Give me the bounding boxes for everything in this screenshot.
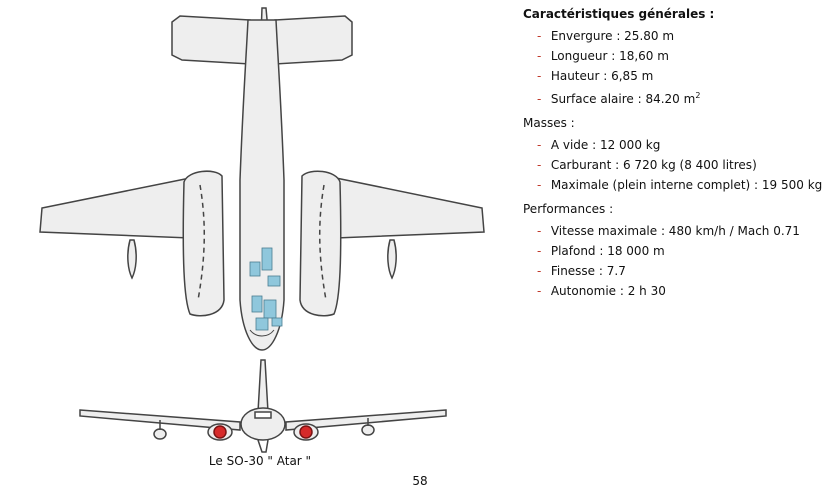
masses-section: Masses : - A vide : 12 000 kg - Carburan…	[523, 113, 823, 195]
aircraft-drawing	[39, 7, 485, 453]
spec-item: - Autonomie : 2 h 30	[523, 281, 823, 301]
dash-icon: -	[537, 69, 542, 83]
engine-intake-right	[299, 425, 313, 439]
spec-item: - Plafond : 18 000 m	[523, 241, 823, 261]
spec-item: - Envergure : 25.80 m	[523, 26, 823, 46]
dash-icon: -	[537, 158, 542, 172]
dash-icon: -	[537, 92, 542, 106]
wing-left	[39, 177, 191, 239]
engine-intake-left	[213, 425, 227, 439]
general-title: Caractéristiques générales :	[523, 7, 715, 21]
figure-caption: Le SO-30 " Atar "	[208, 454, 312, 468]
spec-item: - Vitesse maximale : 480 km/h / Mach 0.7…	[523, 221, 823, 241]
dash-icon: -	[537, 264, 542, 278]
front-fin	[257, 359, 269, 413]
specifications-panel: Caractéristiques générales : - Envergure…	[523, 4, 823, 305]
pod-left	[127, 239, 137, 280]
pod-right	[387, 239, 397, 280]
dash-icon: -	[537, 284, 542, 298]
spec-item: - Surface alaire : 84.20 m2	[523, 86, 823, 109]
spec-item: - Carburant : 6 720 kg (8 400 litres)	[523, 155, 823, 175]
front-view	[79, 359, 447, 453]
spec-item: - Longueur : 18,60 m	[523, 46, 823, 66]
front-wing	[79, 409, 447, 431]
spec-item: - Maximale (plein interne complet) : 19 …	[523, 175, 823, 195]
dash-icon: -	[537, 178, 542, 192]
front-fuselage	[240, 407, 286, 441]
cockpit-area	[249, 247, 283, 331]
general-section: Caractéristiques générales : - Envergure…	[523, 4, 823, 109]
masses-title: Masses :	[523, 116, 575, 130]
wing-right	[335, 177, 485, 239]
performances-section: Performances : - Vitesse maximale : 480 …	[523, 199, 823, 301]
spec-item: - Finesse : 7.7	[523, 261, 823, 281]
spec-item: - Hauteur : 6,85 m	[523, 66, 823, 86]
spec-item: - A vide : 12 000 kg	[523, 135, 823, 155]
top-view	[39, 7, 485, 351]
dash-icon: -	[537, 29, 542, 43]
dash-icon: -	[537, 138, 542, 152]
page-number: 58	[412, 474, 428, 488]
dash-icon: -	[537, 49, 542, 63]
dash-icon: -	[537, 224, 542, 238]
performances-title: Performances :	[523, 202, 614, 216]
dash-icon: -	[537, 244, 542, 258]
